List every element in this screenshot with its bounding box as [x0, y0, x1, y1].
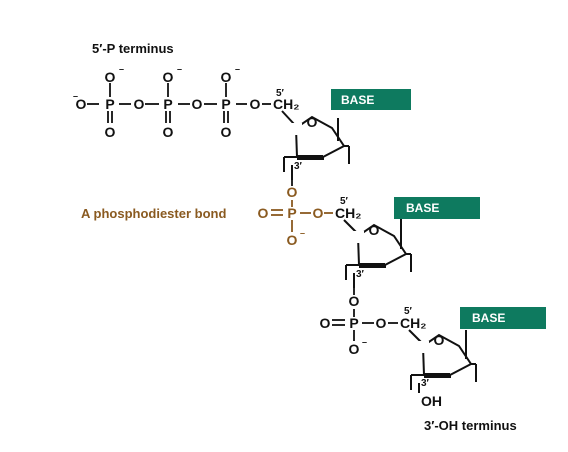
- ring-atom-mask: [351, 231, 364, 243]
- base-box: [331, 89, 411, 110]
- negative-charge: –: [177, 64, 182, 74]
- phosphorus-atom: P: [221, 96, 230, 112]
- oxygen-atom: O: [376, 315, 387, 331]
- phosphorus-atom: P: [163, 96, 172, 112]
- oxygen-atom: O: [105, 69, 116, 85]
- phosphorus-atom: P: [105, 96, 114, 112]
- ring-oxygen-atom: O: [434, 332, 445, 348]
- ring-atom-mask: [289, 123, 302, 135]
- five-prime-position: 5′: [276, 88, 285, 99]
- negative-charge: –: [73, 91, 78, 101]
- ring-oxygen-atom: O: [369, 222, 380, 238]
- ch2-group: CH₂: [335, 205, 361, 221]
- oxygen-atom: O: [250, 96, 261, 112]
- ch2-group: CH₂: [400, 315, 426, 331]
- oxygen-atom: O: [221, 124, 232, 140]
- phosphorus-atom: P: [349, 315, 358, 331]
- ch2-group: CH₂: [273, 96, 299, 112]
- negative-charge: –: [119, 64, 124, 74]
- oxygen-atom: O: [349, 341, 360, 357]
- oxygen-atom: O: [105, 124, 116, 140]
- phosphorus-atom: P: [287, 205, 296, 221]
- oxygen-atom: O: [320, 315, 331, 331]
- sugar-front-edge: [359, 263, 385, 268]
- oxygen-atom: O: [134, 96, 145, 112]
- hydroxyl-group: OH: [421, 393, 442, 409]
- phosphodiester-bond-label: A phosphodiester bond: [81, 206, 226, 221]
- five-prime-position: 5′: [340, 196, 349, 207]
- phosphodiester-bond: [332, 309, 398, 341]
- oxygen-atom: O: [163, 124, 174, 140]
- three-prime-position: 3′: [356, 269, 365, 280]
- sugar-front-edge: [424, 373, 450, 378]
- negative-charge: –: [362, 337, 367, 347]
- oxygen-atom: O: [192, 96, 203, 112]
- oxygen-atom: O: [221, 69, 232, 85]
- ring-atom-mask: [416, 341, 429, 353]
- oxygen-atom: O: [313, 205, 324, 221]
- negative-charge: –: [300, 228, 305, 238]
- phosphodiester-bond: [271, 200, 333, 232]
- five-prime-position: 5′: [404, 306, 413, 317]
- triphosphate-chain: [87, 83, 271, 123]
- linker-oxygen-atom: O: [287, 184, 298, 200]
- three-prime-terminus-label: 3′-OH terminus: [424, 418, 517, 433]
- oxygen-atom: O: [258, 205, 269, 221]
- five-prime-terminus-label: 5′-P terminus: [92, 41, 174, 56]
- three-prime-position: 3′: [421, 378, 430, 389]
- three-prime-position: 3′: [294, 161, 303, 172]
- base-label: BASE: [472, 311, 505, 325]
- base-box: [460, 307, 546, 329]
- sugar-front-edge: [297, 155, 323, 160]
- linker-oxygen-atom: O: [349, 293, 360, 309]
- negative-charge: –: [235, 64, 240, 74]
- base-box: [394, 197, 480, 219]
- sugar-ring: [408, 329, 477, 393]
- base-label: BASE: [341, 93, 374, 107]
- oxygen-atom: O: [76, 96, 87, 112]
- oxygen-atom: O: [163, 69, 174, 85]
- oxygen-atom: O: [287, 232, 298, 248]
- ring-oxygen-atom: O: [307, 114, 318, 130]
- base-label: BASE: [406, 201, 439, 215]
